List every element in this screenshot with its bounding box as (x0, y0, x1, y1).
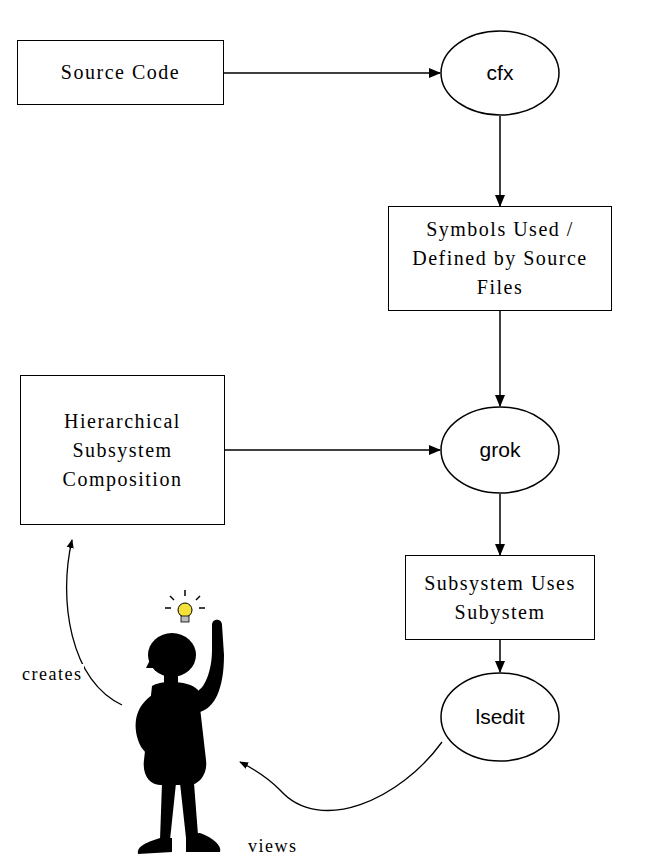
box-label: Subsystem Uses Subystem (415, 569, 585, 627)
tool-ellipse: lsedit (440, 672, 560, 762)
box-label: Symbols Used / Defined by Source Files (398, 215, 602, 302)
text-wrap: lsedit (475, 702, 524, 732)
data-box: Subsystem Uses Subystem (405, 555, 595, 640)
curve-label: creates (20, 664, 84, 685)
text-wrap: Subsystem Uses Subystem (415, 569, 585, 627)
data-box: Symbols Used / Defined by Source Files (388, 206, 612, 311)
flow-arrow (499, 494, 501, 555)
text-wrap: Source Code (61, 58, 180, 87)
curve-label: views (246, 836, 300, 857)
box-label: Source Code (61, 58, 180, 87)
text-wrap: Symbols Used / Defined by Source Files (398, 215, 602, 302)
text-wrap: Hierarchical Subsystem Composition (30, 407, 215, 494)
tool-ellipse: grok (440, 406, 560, 494)
flow-arrow (499, 640, 501, 672)
tool-label: lsedit (475, 702, 524, 732)
person-figure (136, 620, 224, 854)
input-box: Hierarchical Subsystem Composition (20, 375, 225, 525)
tool-ellipse: cfx (440, 30, 560, 116)
flow-arrow (499, 311, 501, 406)
input-box: Source Code (17, 40, 224, 105)
text-wrap: grok (480, 435, 521, 465)
text-wrap: cfx (487, 58, 514, 88)
flow-arrow (499, 116, 501, 206)
views-curve (240, 742, 442, 810)
light-bulb (165, 590, 205, 622)
box-label: Hierarchical Subsystem Composition (30, 407, 215, 494)
flow-arrow (225, 449, 440, 451)
flow-arrow (224, 72, 440, 74)
tool-label: cfx (487, 58, 514, 88)
tool-label: grok (480, 435, 521, 465)
